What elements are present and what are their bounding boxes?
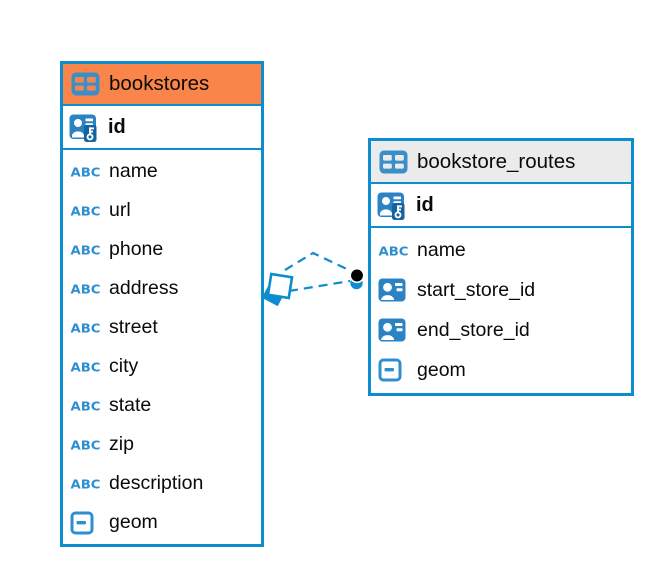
field-row-zip[interactable]: zip	[70, 425, 261, 464]
text-icon	[70, 360, 101, 373]
field-row-name[interactable]: name	[70, 152, 261, 191]
reference-icon	[378, 278, 406, 302]
field-label: name	[417, 238, 466, 261]
table-bookstores-header[interactable]: bookstores	[63, 64, 261, 106]
primary-key-label: id	[416, 193, 434, 216]
primary-key-icon	[377, 190, 408, 220]
primary-key-label: id	[108, 115, 126, 138]
relationship-source-marker[interactable]	[261, 272, 294, 307]
relationship-target-marker[interactable]	[349, 267, 365, 290]
text-icon	[70, 165, 101, 178]
field-label: description	[109, 472, 204, 494]
relationship-bookstores-to-routes[interactable]	[284, 251, 352, 293]
field-label: name	[109, 160, 158, 182]
table-title: bookstores	[109, 72, 210, 95]
field-label: geom	[109, 511, 158, 533]
field-label: phone	[109, 238, 164, 260]
text-icon	[70, 477, 101, 490]
field-row-street[interactable]: street	[70, 308, 261, 347]
table-icon	[71, 72, 100, 96]
text-icon	[70, 438, 101, 451]
relationship-line-upper	[284, 251, 352, 272]
table-icon	[379, 150, 408, 174]
primary-key-icon	[69, 112, 100, 142]
field-row-end_store_id[interactable]: end_store_id	[378, 310, 631, 350]
geometry-icon	[70, 511, 94, 535]
table-bookstores[interactable]: bookstores id name url phone address	[60, 61, 264, 547]
table-bookstore-routes[interactable]: bookstore_routes id name start_store_id …	[368, 138, 634, 396]
field-label: url	[109, 199, 131, 221]
table-title: bookstore_routes	[417, 149, 576, 173]
field-label: state	[109, 394, 152, 416]
field-row-phone[interactable]: phone	[70, 230, 261, 269]
field-row-name[interactable]: name	[378, 230, 631, 270]
field-row-url[interactable]: url	[70, 191, 261, 230]
field-row-geom[interactable]: geom	[378, 350, 631, 390]
primary-key-row[interactable]: id	[371, 184, 631, 228]
field-row-address[interactable]: address	[70, 269, 261, 308]
field-list: name url phone address street city	[63, 150, 261, 542]
field-label: end_store_id	[417, 318, 530, 341]
field-row-start_store_id[interactable]: start_store_id	[378, 270, 631, 310]
field-label: city	[109, 355, 139, 377]
geometry-icon	[378, 358, 402, 382]
text-icon	[70, 204, 101, 217]
field-row-state[interactable]: state	[70, 386, 261, 425]
text-icon	[378, 244, 409, 257]
table-bookstore-routes-header[interactable]: bookstore_routes	[371, 141, 631, 184]
text-icon	[70, 321, 101, 334]
field-label: address	[109, 277, 179, 299]
text-icon	[70, 243, 101, 256]
field-label: street	[109, 316, 158, 338]
text-icon	[70, 282, 101, 295]
field-row-city[interactable]: city	[70, 347, 261, 386]
field-label: geom	[417, 358, 466, 381]
field-row-geom[interactable]: geom	[70, 503, 261, 542]
field-label: zip	[109, 433, 134, 455]
primary-key-row[interactable]: id	[63, 106, 261, 150]
reference-icon	[378, 318, 406, 342]
field-list: name start_store_id end_store_id geom	[371, 228, 631, 390]
relationship-line-lower	[288, 279, 351, 293]
text-icon	[70, 399, 101, 412]
field-label: start_store_id	[417, 278, 536, 301]
field-row-description[interactable]: description	[70, 464, 261, 503]
